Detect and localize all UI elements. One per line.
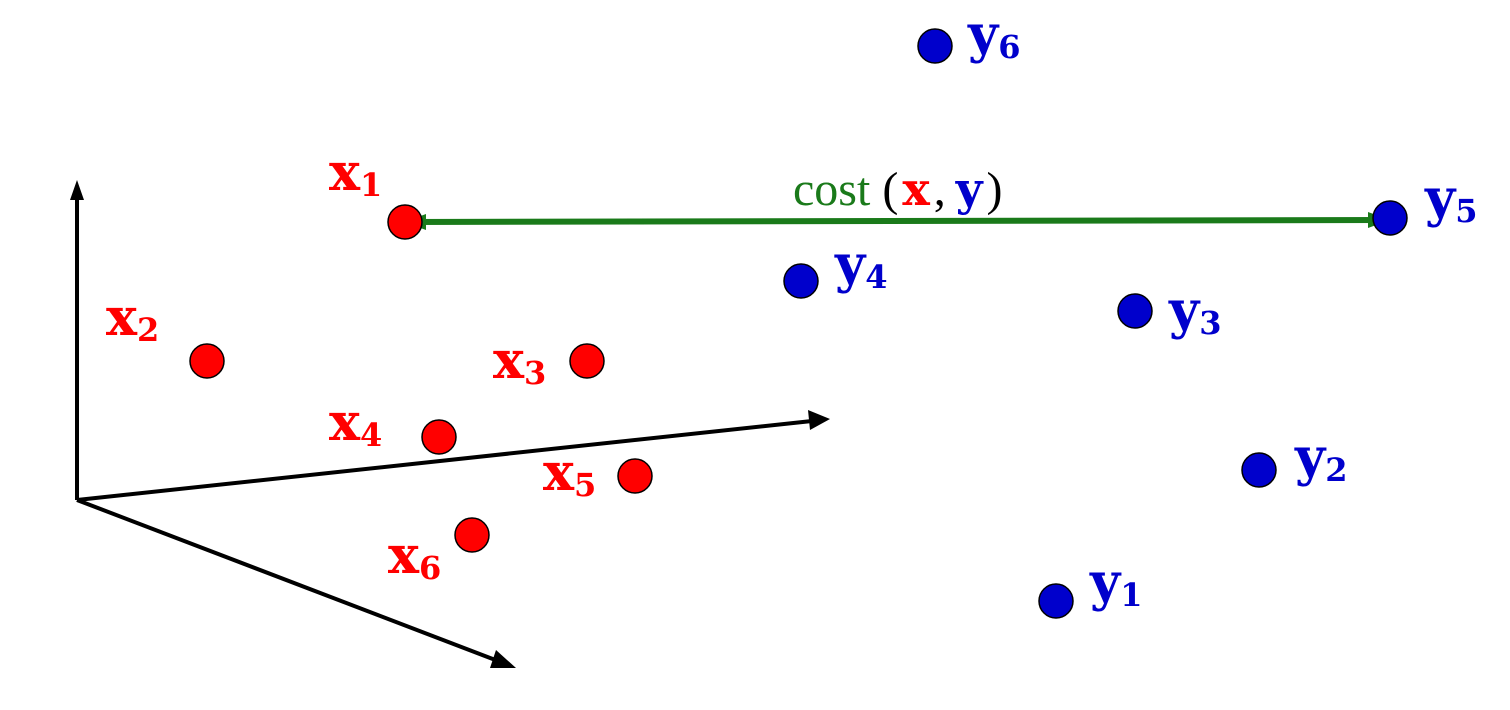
x-label-6: x6 bbox=[388, 525, 441, 587]
x-label-2: x2 bbox=[106, 287, 159, 349]
cost-y-var: y bbox=[955, 162, 984, 216]
y-label-3: y3 bbox=[1168, 280, 1221, 342]
x-point-5 bbox=[617, 458, 653, 494]
depth-axis bbox=[76, 498, 499, 663]
y-point-1 bbox=[1038, 583, 1074, 619]
cost-fn: cost bbox=[793, 163, 871, 216]
y-label-2: y2 bbox=[1294, 427, 1347, 489]
y-label-6: y6 bbox=[967, 4, 1020, 66]
x-label-3: x3 bbox=[493, 330, 546, 392]
cost-close-paren: ) bbox=[986, 163, 1002, 216]
y-point-3 bbox=[1117, 293, 1153, 329]
x-labels: x1 x2 x3 x4 x5 x6 bbox=[106, 142, 596, 587]
axes bbox=[70, 180, 830, 668]
x-label-5: x5 bbox=[543, 442, 596, 504]
y-point-2 bbox=[1241, 452, 1277, 488]
horizontal-axis-arrowhead bbox=[808, 410, 830, 430]
cost-comma: , bbox=[934, 163, 946, 216]
x-point-3 bbox=[569, 343, 605, 379]
y-labels: y1 y2 y3 y4 y5 y6 bbox=[834, 4, 1477, 614]
cost-x-var: x bbox=[902, 162, 930, 216]
x-point-4 bbox=[421, 419, 457, 455]
y-label-4: y4 bbox=[834, 234, 887, 296]
vertical-axis-arrowhead bbox=[70, 180, 84, 200]
horizontal-axis bbox=[76, 419, 813, 502]
x-label-1: x1 bbox=[329, 142, 382, 204]
x-point-set bbox=[189, 204, 653, 553]
cost-label: cost ( x , y ) bbox=[793, 162, 1002, 216]
y-point-6 bbox=[917, 28, 953, 64]
x-point-2 bbox=[189, 343, 225, 379]
x-label-4: x4 bbox=[329, 392, 382, 454]
x-point-1 bbox=[387, 204, 423, 240]
y-point-5 bbox=[1372, 200, 1408, 236]
depth-axis-arrowhead bbox=[490, 650, 516, 668]
cost-open-paren: ( bbox=[882, 163, 898, 216]
y-label-5: y5 bbox=[1424, 168, 1477, 230]
y-label-1: y1 bbox=[1089, 552, 1142, 614]
y-point-set bbox=[783, 28, 1408, 619]
cost-line bbox=[409, 217, 1386, 225]
y-point-4 bbox=[783, 263, 819, 299]
x-point-6 bbox=[454, 517, 490, 553]
